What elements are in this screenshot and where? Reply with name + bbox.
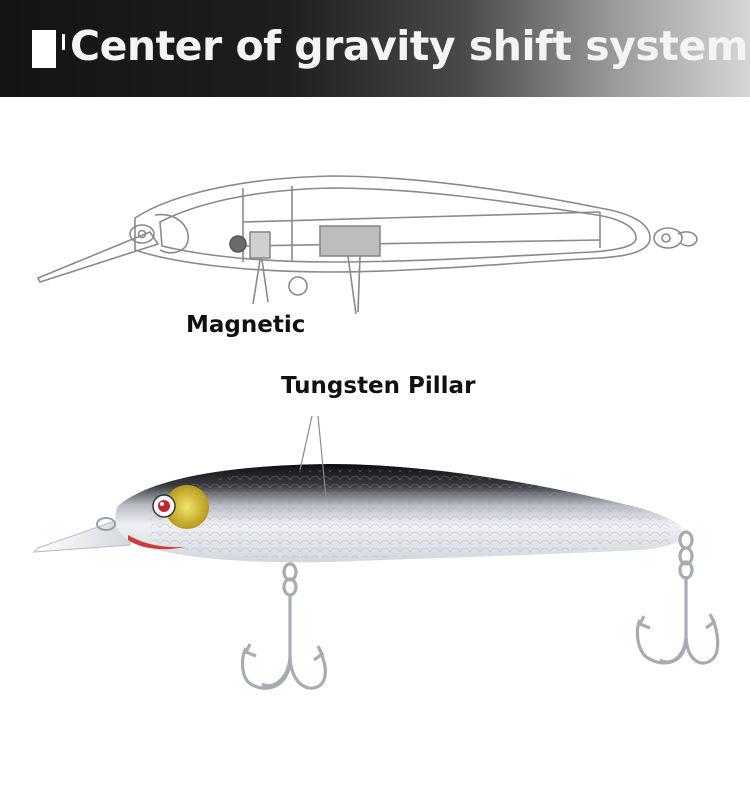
- tungsten-pillar-label: Tungsten Pillar: [281, 373, 476, 399]
- lure-diagram: [36, 175, 698, 315]
- fishing-lure-photo: [32, 415, 720, 690]
- treble-hook-belly: [240, 562, 327, 690]
- magnetic-label: Magnetic: [186, 312, 306, 338]
- banner-accent-line: [62, 34, 65, 50]
- title-banner: Center of gravity shift system: [0, 0, 750, 97]
- page-title: Center of gravity shift system: [70, 22, 748, 70]
- treble-hook-tail: [635, 530, 720, 665]
- banner-accent-block: [32, 30, 56, 68]
